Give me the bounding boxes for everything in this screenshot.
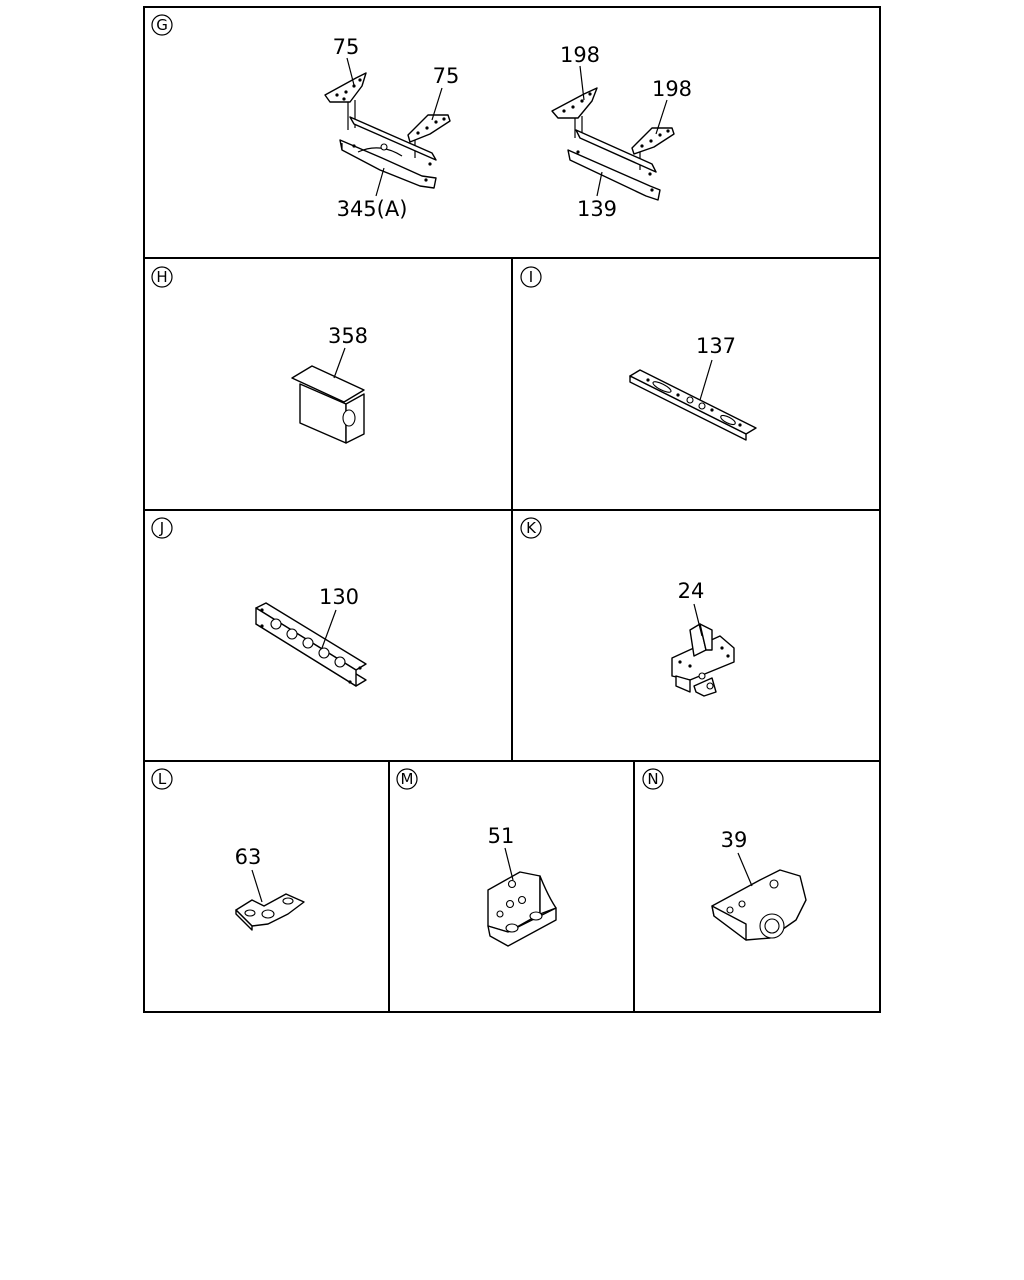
section-m-marker: M <box>396 768 418 790</box>
part-139-frame-assembly <box>551 87 675 201</box>
part-137-crossmember <box>629 369 757 441</box>
callout-198-right: 198 <box>652 77 692 101</box>
section-i-marker: I <box>520 266 542 288</box>
callout-39: 39 <box>721 828 748 852</box>
section-h: H 358 <box>151 266 368 444</box>
callout-345a: 345(A) <box>337 197 408 221</box>
part-24-bracket <box>671 623 735 697</box>
callout-358: 358 <box>328 324 368 348</box>
callout-130: 130 <box>319 585 359 609</box>
part-39-bracket <box>711 869 807 941</box>
part-63-plate <box>235 893 305 931</box>
section-i: I 137 <box>520 266 757 441</box>
callout-75-left: 75 <box>333 35 360 59</box>
part-51-bracket <box>487 871 557 947</box>
section-n: N 39 <box>642 768 807 941</box>
section-g: G 75 75 345(A) <box>151 14 692 221</box>
section-l: L 63 <box>151 768 305 931</box>
part-345a-frame-assembly <box>324 72 451 189</box>
svg-text:K: K <box>526 519 537 537</box>
callout-139: 139 <box>577 197 617 221</box>
section-k: K 24 <box>520 517 735 697</box>
svg-text:J: J <box>159 519 164 537</box>
section-j-marker: J <box>151 517 173 539</box>
section-h-marker: H <box>151 266 173 288</box>
callout-51: 51 <box>488 824 515 848</box>
callout-198-left: 198 <box>560 43 600 67</box>
callout-63: 63 <box>235 845 262 869</box>
callout-137: 137 <box>696 334 736 358</box>
section-l-marker: L <box>151 768 173 790</box>
svg-text:L: L <box>158 770 167 788</box>
callout-24: 24 <box>678 579 705 603</box>
section-n-marker: N <box>642 768 664 790</box>
part-130-channel <box>255 602 367 687</box>
svg-text:H: H <box>156 268 167 286</box>
svg-text:N: N <box>647 770 658 788</box>
section-m: M 51 <box>396 768 557 947</box>
part-358-bracket <box>291 365 365 444</box>
section-k-marker: K <box>520 517 542 539</box>
svg-text:I: I <box>529 268 533 286</box>
svg-text:M: M <box>401 770 414 788</box>
section-g-marker: G <box>151 14 173 36</box>
diagram-frame <box>143 6 881 1013</box>
svg-text:G: G <box>156 16 168 34</box>
callout-75-right: 75 <box>433 64 460 88</box>
section-j: J 130 <box>151 517 367 687</box>
